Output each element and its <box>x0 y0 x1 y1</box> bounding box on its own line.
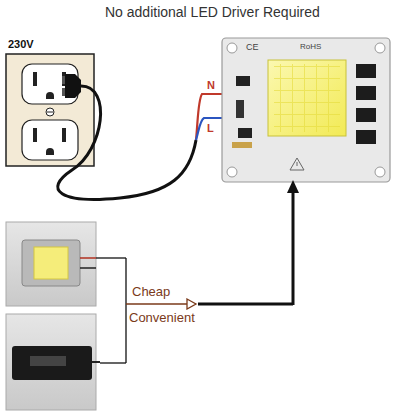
wire-label: N <box>207 79 215 91</box>
led-driver-photo <box>6 314 100 410</box>
diagram-title: No additional LED Driver Required <box>105 5 320 20</box>
cert-mark: RoHS <box>300 43 321 52</box>
supply-wires <box>196 94 224 140</box>
bracket-arrow <box>96 186 293 363</box>
voltage-label: 230V <box>8 38 34 50</box>
wire-label: L <box>207 122 214 134</box>
wall-outlet <box>6 54 94 166</box>
bracket-label: Cheap <box>132 285 170 299</box>
power-plug <box>58 74 196 199</box>
led-cob-board <box>222 38 390 182</box>
led-chip-photo <box>6 222 96 306</box>
cert-mark: CE <box>246 43 259 53</box>
bracket-label: Convenient <box>129 311 195 325</box>
